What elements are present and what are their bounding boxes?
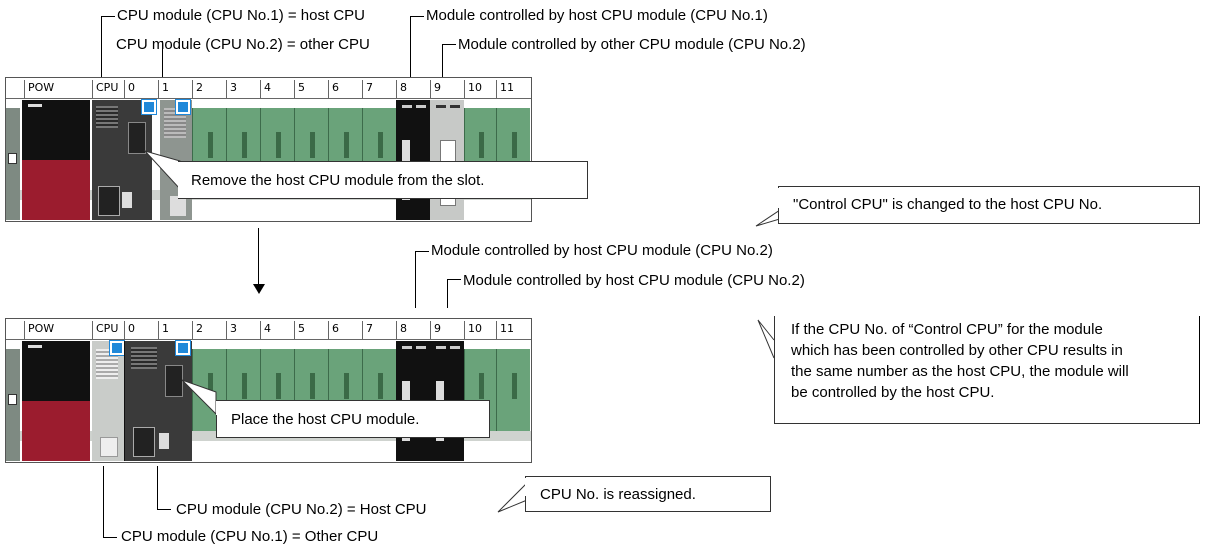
slot-label: CPU: [92, 80, 124, 98]
slot-label: 8: [396, 321, 430, 339]
power-supply-module: [22, 341, 90, 461]
slot-label: 2: [192, 80, 226, 98]
cpu-module-no2: [124, 341, 192, 461]
label-host-controlled-bottom-2: Module controlled by host CPU module (CP…: [463, 272, 805, 289]
explanation-line: be controlled by the host CPU.: [791, 384, 995, 401]
slot-label: 11: [496, 321, 530, 339]
slot-label: 6: [328, 80, 362, 98]
slot-label: 10: [464, 80, 496, 98]
slot-label: 11: [496, 80, 530, 98]
slot-number-row: POW CPU 0 1 2 3 4 5 6 7 8 9 10 11: [6, 319, 531, 340]
slot-label: 5: [294, 80, 328, 98]
arrow-down-icon: [253, 284, 265, 294]
indicator-square: [141, 99, 157, 115]
indicator-square: [175, 340, 191, 356]
slot-label: 3: [226, 321, 260, 339]
slot-label: 1: [158, 321, 192, 339]
label-host-controlled-bottom-1: Module controlled by host CPU module (CP…: [431, 242, 773, 259]
power-supply-module: [22, 100, 90, 220]
slot-label: 4: [260, 321, 294, 339]
slot-label: 9: [430, 80, 464, 98]
base-unit-after: POW CPU 0 1 2 3 4 5 6 7 8 9 10 11: [5, 318, 532, 463]
label-cpu1-host: CPU module (CPU No.1) = host CPU: [117, 7, 365, 24]
slot-label: 0: [124, 80, 158, 98]
slot-label: POW: [24, 80, 92, 98]
label-cpu2-host: CPU module (CPU No.2) = Host CPU: [176, 501, 427, 518]
slot-label: 10: [464, 321, 496, 339]
remove-callout: Remove the host CPU module from the slot…: [178, 161, 588, 199]
slot-label: 8: [396, 80, 430, 98]
label-host-controlled-top: Module controlled by host CPU module (CP…: [426, 7, 768, 24]
explanation-line: which has been controlled by other CPU r…: [791, 342, 1123, 359]
reassigned-note: CPU No. is reassigned.: [525, 476, 771, 512]
explanation-note: If the CPU No. of “Control CPU” for the …: [774, 316, 1200, 424]
slot-label: 6: [328, 321, 362, 339]
label-cpu1-other: CPU module (CPU No.1) = Other CPU: [121, 528, 379, 545]
slot-label: CPU: [92, 321, 124, 339]
reassigned-pointer: [497, 477, 533, 513]
explanation-line: If the CPU No. of “Control CPU” for the …: [791, 321, 1103, 338]
cpu-module-no1: [92, 341, 124, 461]
slot-label: 2: [192, 321, 226, 339]
slot-label: 7: [362, 80, 396, 98]
cpu-module-no1: [92, 100, 152, 220]
control-cpu-note: "Control CPU" is changed to the host CPU…: [778, 186, 1200, 224]
slot-label: 4: [260, 80, 294, 98]
indicator-square: [109, 340, 125, 356]
indicator-square: [175, 99, 191, 115]
label-other-controlled-top: Module controlled by other CPU module (C…: [458, 36, 806, 53]
slot-label: 1: [158, 80, 192, 98]
slot-label: 9: [430, 321, 464, 339]
slot-label: POW: [24, 321, 92, 339]
slot-label: 3: [226, 80, 260, 98]
explanation-line: the same number as the host CPU, the mod…: [791, 363, 1129, 380]
label-cpu2-other: CPU module (CPU No.2) = other CPU: [116, 36, 370, 53]
io-module: [496, 349, 530, 431]
slot-label: 5: [294, 321, 328, 339]
slot-label: 7: [362, 321, 396, 339]
slot-number-row: POW CPU 0 1 2 3 4 5 6 7 8 9 10 11: [6, 78, 531, 99]
slot-label: 0: [124, 321, 158, 339]
explanation-pointer: [757, 319, 775, 359]
place-callout: Place the host CPU module.: [216, 400, 490, 438]
